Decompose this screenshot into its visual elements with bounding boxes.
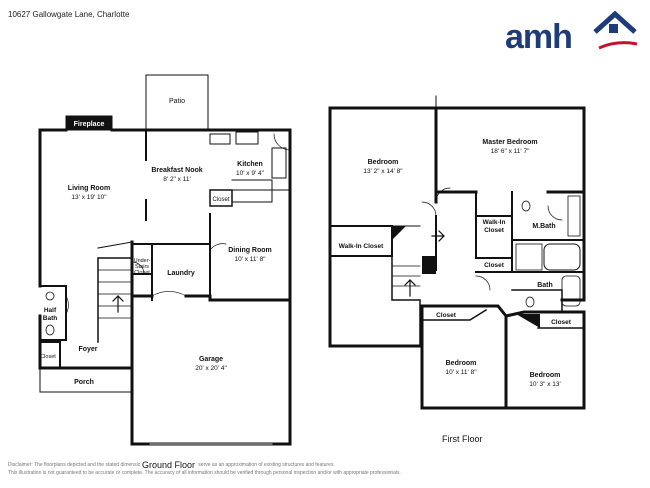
breakfast-nook-label: Breakfast Nook	[151, 167, 202, 174]
first-outer-wall	[328, 106, 586, 302]
disclaimer-line-2: This illustration is not guaranteed to b…	[8, 470, 401, 476]
breakfast-nook-dims: 8' 2" x 11'	[163, 176, 190, 183]
bedroom-3-label: Bedroom	[530, 372, 561, 379]
master-bedroom-label: Master Bedroom	[482, 139, 537, 146]
ground-floor-title: Ground Floor	[140, 460, 198, 470]
dining-room-label: Dining Room	[228, 247, 272, 254]
disclaimer-line-1: Disclaimer: The floorplans depicted and …	[8, 462, 335, 468]
master-bedroom-dims: 18' 6" x 11' 7"	[491, 148, 530, 155]
house-roof-icon	[593, 10, 638, 50]
kitchen-label: Kitchen	[237, 161, 263, 168]
kitchen-closet-label: Closet	[212, 197, 229, 203]
bedroom-1-label: Bedroom	[368, 159, 399, 166]
walkin-closet-2-label-2: Closet	[484, 227, 505, 234]
laundry-label: Laundry	[167, 270, 195, 277]
bedroom-2-closet-label: Closet	[436, 312, 457, 319]
stairs-ground	[97, 257, 133, 343]
living-room-dims: 13' x 19' 10"	[71, 194, 107, 201]
bath-label: Bath	[537, 282, 553, 289]
dining-room-dims: 10' x 11' 8"	[234, 256, 266, 263]
half-bath-label-2: Bath	[43, 315, 57, 322]
disclaimer: Disclaimer: The floorplans depicted and …	[8, 461, 608, 477]
half-bath-label-1: Half	[44, 307, 57, 314]
patio-label: Patio	[169, 98, 185, 105]
foyer-closet-label: Closet	[40, 354, 56, 360]
garage-dims: 20' x 20' 4"	[195, 365, 227, 372]
bedroom-3-dims: 10' 3" x 13'	[529, 381, 561, 388]
bedroom-2-dims: 10' x 11' 8"	[445, 369, 477, 376]
garage-label: Garage	[199, 356, 223, 363]
bedroom-1-dims: 13' 2" x 14' 8"	[363, 168, 403, 175]
logo-text: amh	[505, 18, 573, 56]
walkin-closet-2-label-1: Walk-In	[483, 219, 506, 226]
understairs-label-1: Under-	[134, 258, 151, 264]
property-address: 10627 Gallowgate Lane, Charlotte	[8, 10, 130, 19]
kitchen-dims: 10' x 9' 4"	[236, 170, 265, 177]
walkin-closet-1-label: Walk-In Closet	[339, 243, 384, 250]
foyer-label: Foyer	[78, 346, 97, 353]
understairs-label-3: Closet	[134, 270, 150, 276]
upper-closet-label: Closet	[484, 262, 505, 269]
first-floor-title: First Floor	[442, 434, 483, 444]
bedroom-2-label: Bedroom	[446, 360, 477, 367]
porch-label: Porch	[74, 379, 94, 386]
understairs-label-2: Stairs	[135, 264, 149, 270]
fireplace-label: Fireplace	[74, 121, 105, 128]
amh-logo: amh	[505, 8, 639, 56]
living-room-label: Living Room	[68, 185, 110, 192]
ground-outer-wall	[38, 128, 292, 302]
porch-wall	[39, 367, 133, 393]
bedroom-3-closet-label: Closet	[551, 319, 572, 326]
m-bath-label: M.Bath	[532, 223, 555, 230]
fireplace-block	[65, 115, 113, 131]
